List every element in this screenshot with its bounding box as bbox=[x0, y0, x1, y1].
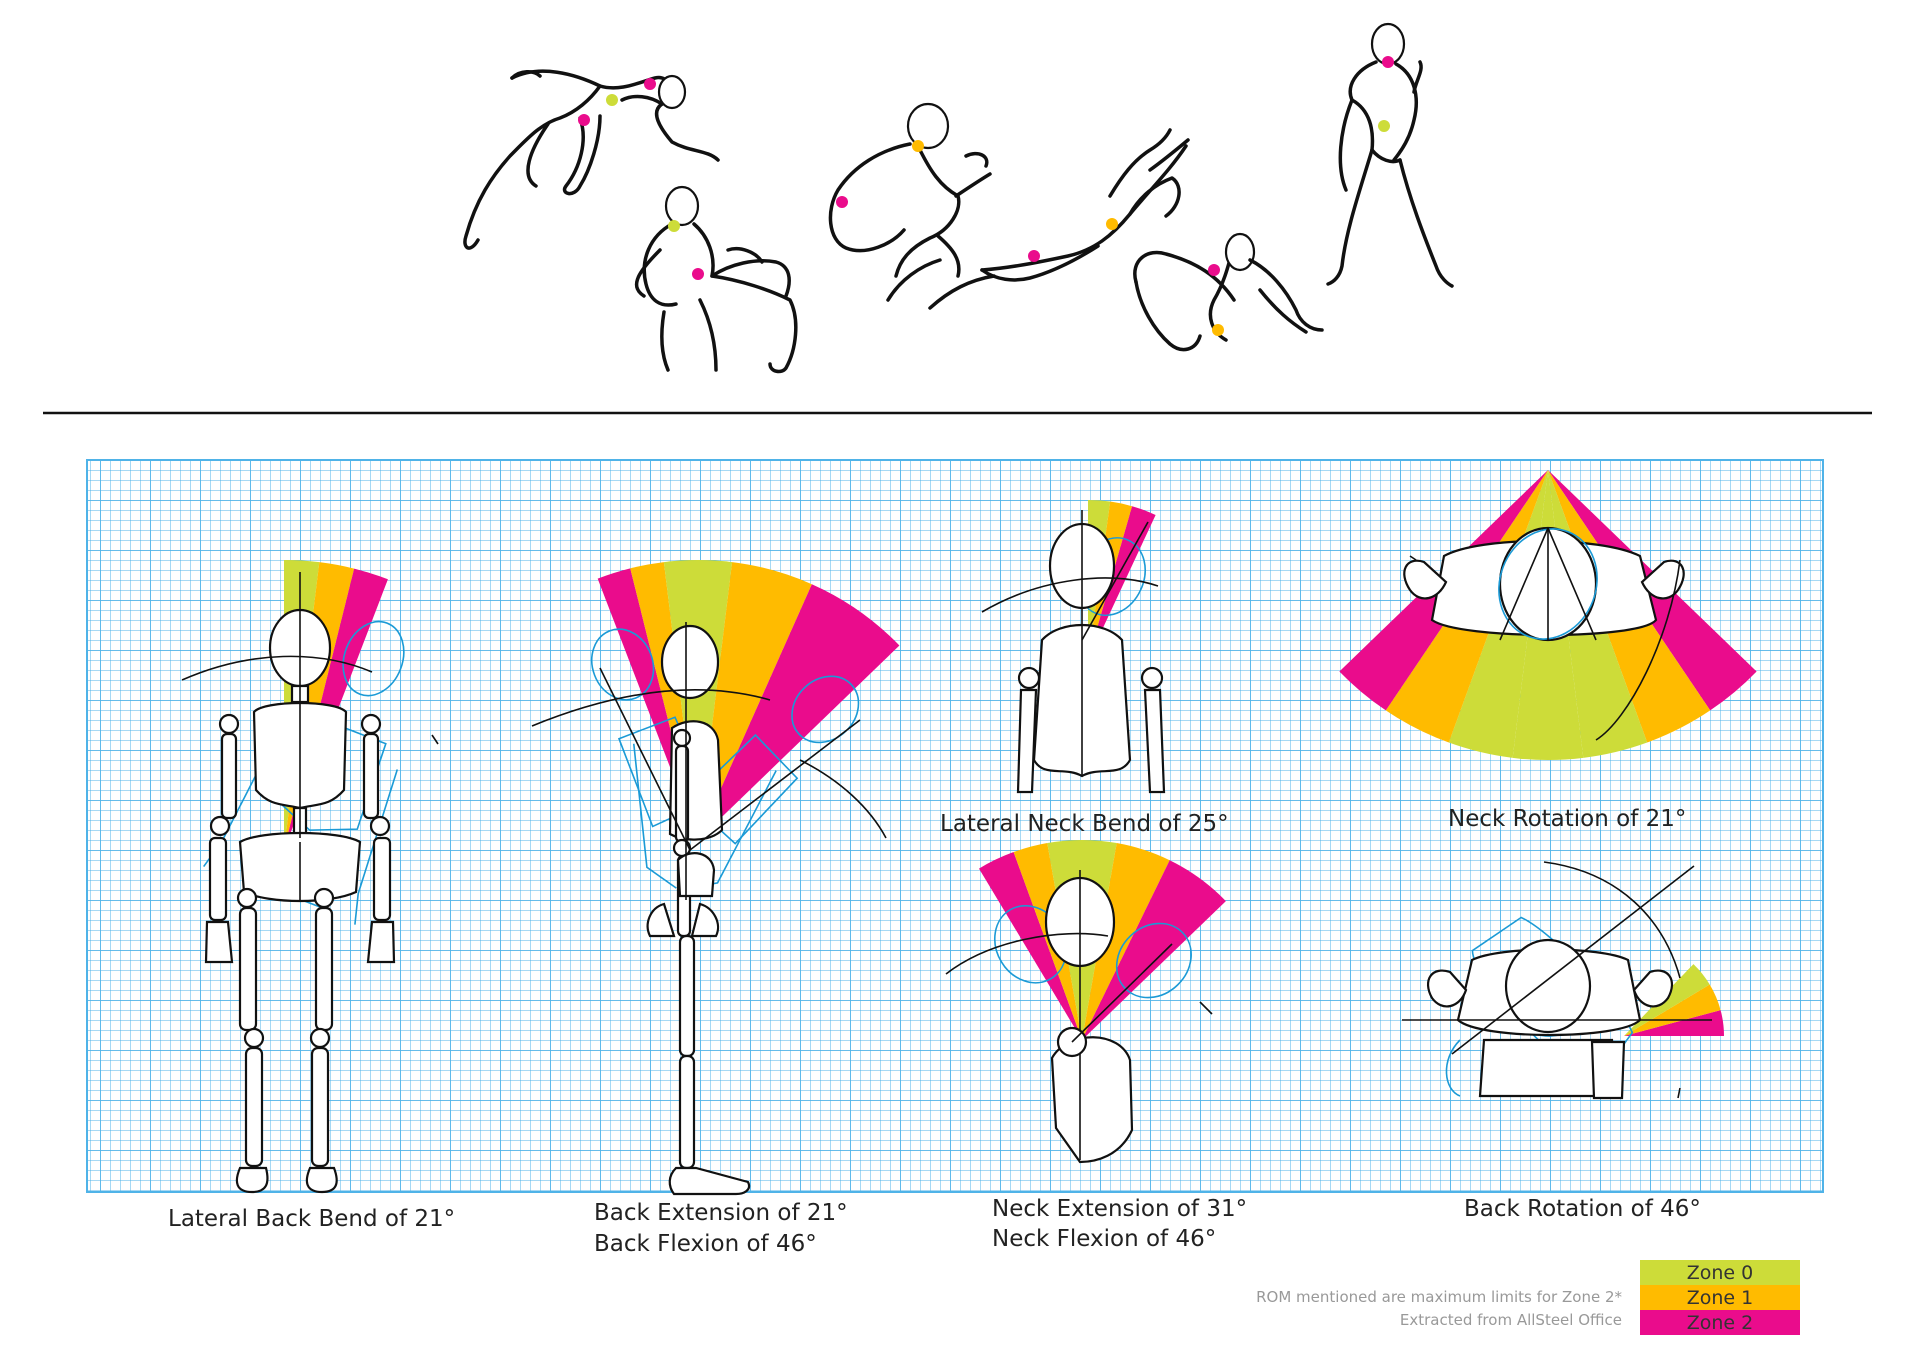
legend-swatch-zone-2 bbox=[1640, 1310, 1800, 1335]
caption-lateral-neck-bend: Lateral Neck Bend of 25° bbox=[940, 811, 1229, 837]
mannequin-figure-icon bbox=[181, 572, 439, 1194]
mannequin-figure-icon bbox=[1403, 526, 1685, 741]
legend-swatch-zone-0 bbox=[1640, 1260, 1800, 1285]
legend-label-zone-2: Zone 2 bbox=[1687, 1312, 1754, 1334]
fan-lateral-neck-bend-segment bbox=[1088, 506, 1156, 660]
source-note: Extracted from AllSteel Office bbox=[1400, 1311, 1622, 1329]
sketch-figure-icon bbox=[828, 102, 992, 302]
fan-neck-flexion-extension-segment bbox=[1082, 860, 1226, 1040]
fan-back-rotation-segment bbox=[1624, 1010, 1724, 1036]
caption-back-extension: Back Extension of 21° bbox=[594, 1200, 848, 1226]
fan-back-extension-flexion-segment bbox=[698, 562, 812, 840]
fan-back-rotation-segment bbox=[1624, 984, 1721, 1036]
captions: Lateral Back Bend of 21° Back Extension … bbox=[168, 806, 1701, 1257]
sketch-figure-icon bbox=[634, 185, 798, 374]
caption-lateral-back-bend: Lateral Back Bend of 21° bbox=[168, 1206, 455, 1232]
legend-label-zone-1: Zone 1 bbox=[1687, 1287, 1754, 1309]
legend-area: ROM mentioned are maximum limits for Zon… bbox=[1256, 1260, 1800, 1335]
mannequin-figure-icon bbox=[981, 510, 1166, 794]
zone-legend: Zone 0 Zone 1 Zone 2 bbox=[1640, 1260, 1800, 1335]
fan-neck-flexion-extension-segment bbox=[978, 852, 1082, 1040]
caption-back-flexion: Back Flexion of 46° bbox=[594, 1231, 817, 1257]
sketch-figure-icon bbox=[463, 69, 720, 250]
legend-swatch-zone-1 bbox=[1640, 1285, 1800, 1310]
mannequin-figure-icon bbox=[531, 622, 887, 1196]
caption-neck-flexion: Neck Flexion of 46° bbox=[992, 1226, 1216, 1252]
caption-neck-rotation: Neck Rotation of 21° bbox=[1448, 806, 1686, 832]
caption-back-rotation: Back Rotation of 46° bbox=[1464, 1196, 1701, 1222]
mannequin-figure-icon bbox=[1402, 861, 1712, 1100]
rom-note: ROM mentioned are maximum limits for Zon… bbox=[1256, 1288, 1622, 1306]
zone-markers bbox=[578, 56, 1394, 336]
legend-label-zone-0: Zone 0 bbox=[1687, 1262, 1754, 1284]
mannequin-figure-icon bbox=[945, 870, 1213, 1164]
sketch-figure-icon bbox=[1326, 22, 1454, 288]
fan-neck-flexion-extension-segment bbox=[1013, 843, 1082, 1040]
posture-sketches bbox=[463, 22, 1454, 374]
caption-neck-extension: Neck Extension of 31° bbox=[992, 1196, 1247, 1222]
sketch-figure-icon bbox=[1133, 232, 1324, 352]
sketch-figure-icon bbox=[928, 128, 1190, 310]
fan-back-extension-flexion-segment bbox=[698, 584, 900, 840]
